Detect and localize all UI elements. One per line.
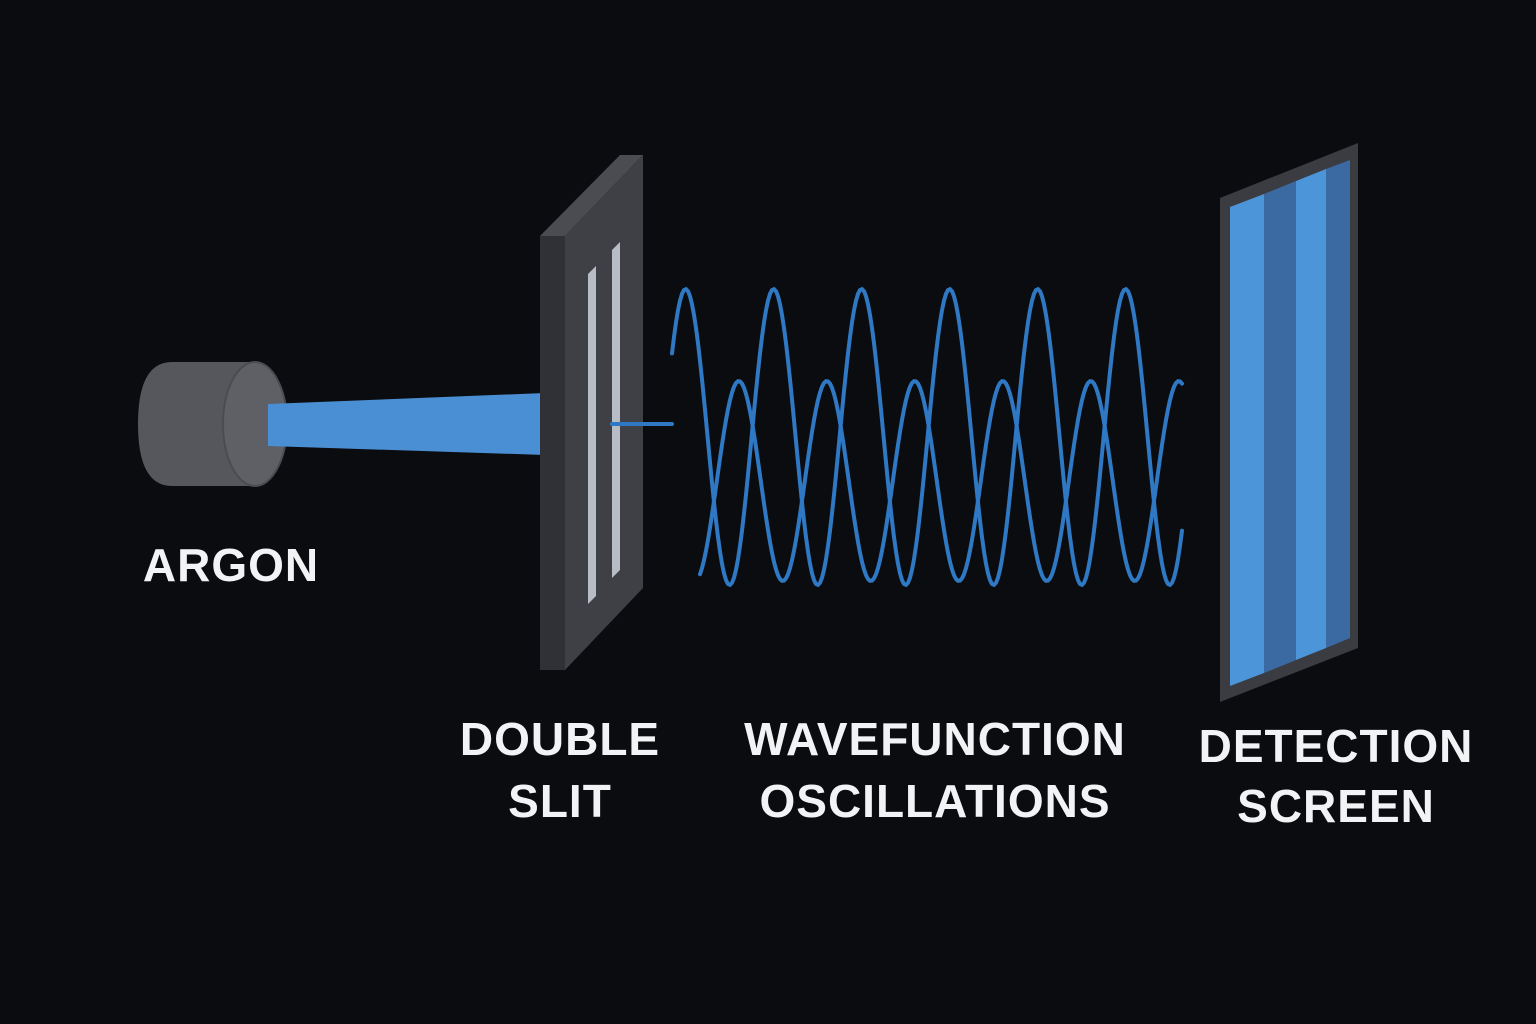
argon-beam [268, 393, 545, 455]
label-slit: SLIT [508, 775, 612, 827]
source-body [138, 362, 255, 486]
slit-plate-top [540, 155, 643, 236]
argon-source [138, 361, 288, 487]
screen-band-4 [1326, 160, 1350, 648]
wave-curve-primary [670, 286, 1184, 588]
slit-opening-left [588, 266, 596, 604]
slit-plate-front [540, 236, 565, 670]
detection-screen [1220, 143, 1358, 702]
slit-plate-side [565, 155, 643, 670]
double-slit-plate [540, 155, 643, 670]
label-detection: DETECTION [1199, 720, 1474, 772]
screen-band-1 [1230, 194, 1264, 686]
label-wavefunction: WAVEFUNCTION [744, 713, 1126, 765]
label-argon: ARGON [143, 539, 319, 591]
wavefunction-oscillations [610, 286, 1184, 588]
screen-band-3 [1296, 169, 1326, 660]
screen-band-2 [1264, 181, 1296, 673]
label-screen: SCREEN [1237, 780, 1435, 832]
wave-curve-secondary [698, 379, 1184, 583]
slit-opening-right [612, 242, 620, 578]
source-face [223, 362, 287, 486]
label-oscillations: OSCILLATIONS [759, 775, 1110, 827]
label-double: DOUBLE [460, 713, 660, 765]
